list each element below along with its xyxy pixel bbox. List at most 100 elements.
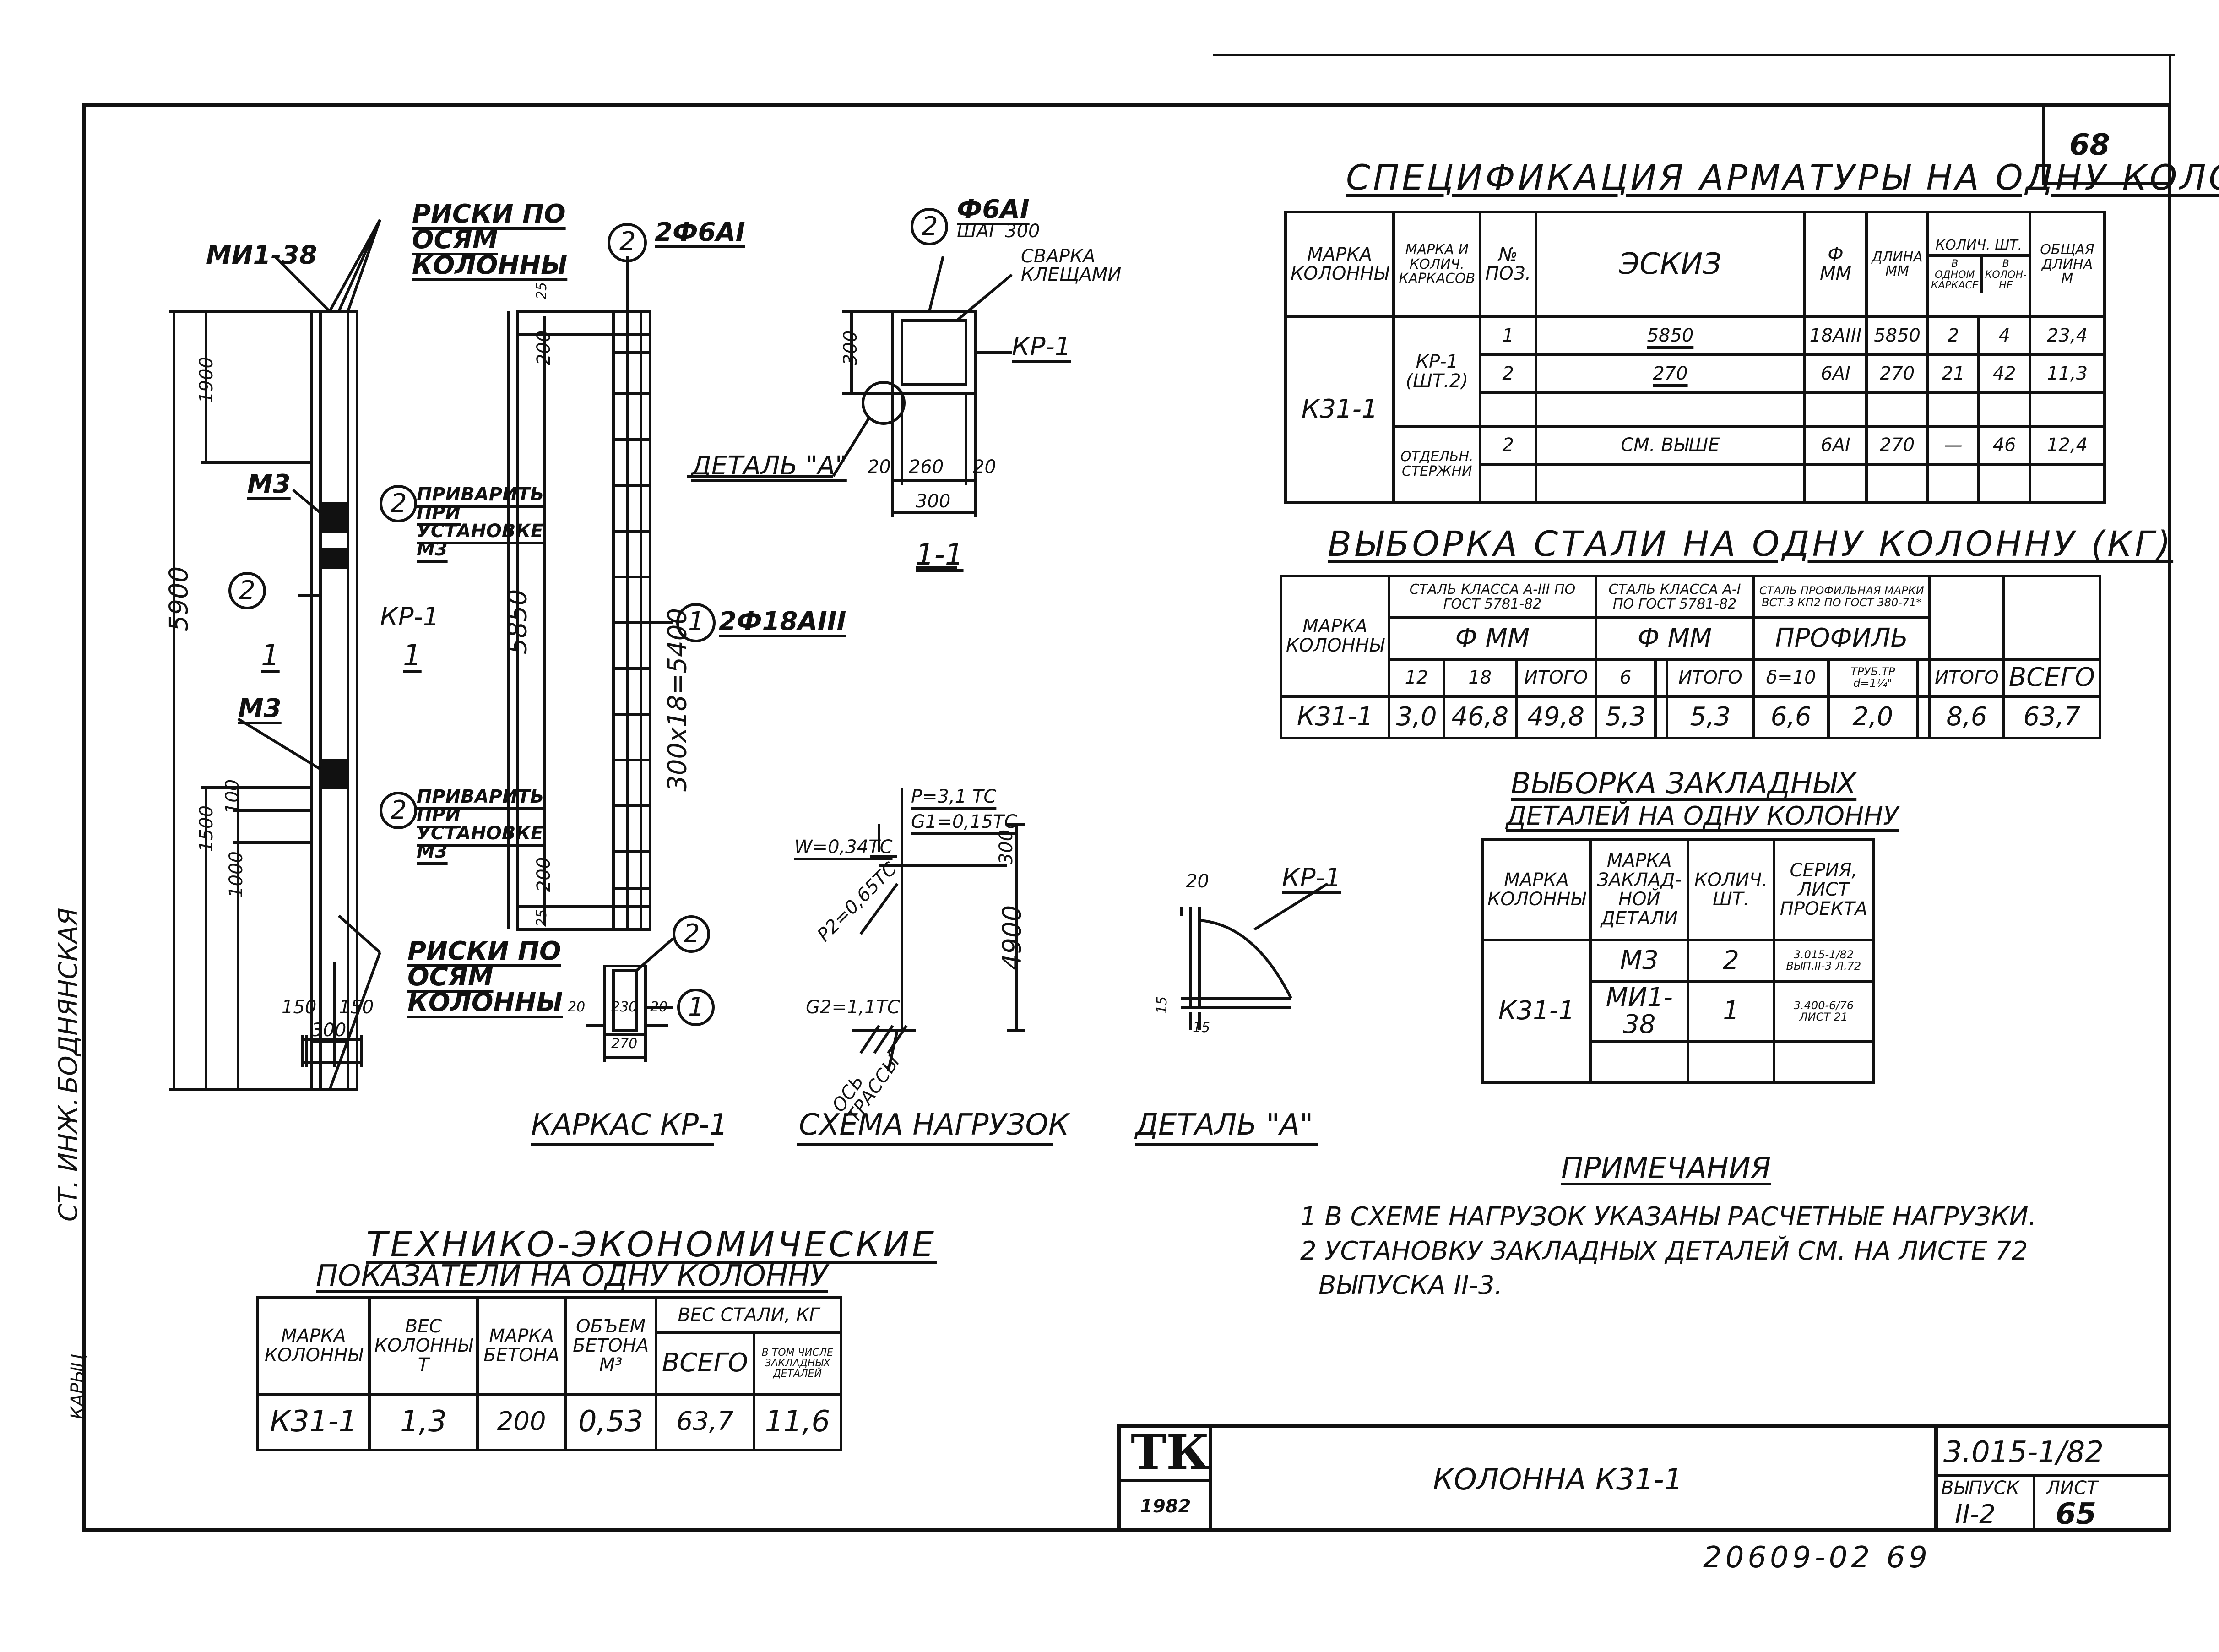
dim-150-right: 150	[339, 997, 374, 1018]
rebar-row1-diam: 18AIII	[1803, 315, 1868, 356]
steel-group-a3: СТАЛЬ КЛАССА А-III ПО ГОСТ 5781-82	[1388, 574, 1597, 620]
dim-200-top: 200	[533, 330, 555, 366]
embedded-header-series: СЕРИЯ, ЛИСТ ПРОЕКТА	[1772, 838, 1875, 941]
tech-row-mark: К31-1	[256, 1392, 371, 1452]
plan-dim-230: 230	[611, 999, 638, 1015]
rebar-header-total: ОБЩАЯ ДЛИНА М	[2028, 211, 2106, 318]
dim-1500: 1500	[195, 805, 217, 852]
steel-vsego: ВСЕГО	[2002, 658, 2102, 698]
load-g1: G1=0,15ТС	[911, 811, 1017, 832]
embedded-row2-part: МИ1-38	[1589, 980, 1690, 1043]
rebar-cage-label: КР-1 (ШТ.2)	[1392, 315, 1482, 428]
rebar-row2-total: 11,3	[2028, 353, 2106, 394]
weld-note-a: ПРИВАРИТЬ ПРИ УСТАНОВКЕ М3	[417, 484, 544, 560]
section-mark-right: 1	[403, 639, 422, 673]
right-stray-line	[2169, 54, 2171, 104]
rebar-spec-title: СПЕЦИФИКАЦИЯ АРМАТУРЫ НА ОДНУ КОЛОННУ	[1346, 157, 2219, 198]
embedded-header-qty: КОЛИЧ. ШТ.	[1687, 838, 1775, 941]
sec-dim-20-right: 20	[973, 456, 996, 478]
steel-selection-title: ВЫБОРКА СТАЛИ НА ОДНУ КОЛОННУ (КГ)	[1328, 523, 2174, 564]
tech-header-steel: ВЕС СТАЛИ, КГ	[655, 1296, 842, 1334]
section-outline	[891, 310, 977, 395]
title-block-right-divider	[1934, 1424, 1938, 1532]
page-number-box	[2042, 103, 2171, 185]
rebar-row3-pos: 2	[1479, 424, 1538, 466]
load-p: P=3,1 ТС	[911, 786, 997, 807]
tech-row-embedded: 11,6	[752, 1392, 843, 1452]
load-g2: G2=1,1ТС	[806, 997, 900, 1018]
rebar-header-length: ДЛИНА ММ	[1865, 211, 1929, 318]
steel-row-itogo3: 8,6	[1928, 695, 2005, 740]
rebar-row1-total: 23,4	[2028, 315, 2106, 356]
steel-group-profile: СТАЛЬ ПРОФИЛЬНАЯ МАРКИ ВСТ.3 КП2 ПО ГОСТ…	[1752, 574, 1931, 620]
rebar-separate-label: ОТДЕЛЬН. СТЕРЖНИ	[1392, 424, 1482, 504]
steel-d12: 12	[1388, 658, 1445, 698]
load-dim-4900: 4900	[997, 905, 1027, 971]
rebar-row3-total: 12,4	[2028, 424, 2106, 466]
steel-itogo-a1: ИТОГО	[1666, 658, 1755, 698]
steel-selection-table: МАРКА КОЛОННЫ СТАЛЬ КЛАССА А-III ПО ГОСТ…	[1279, 574, 2102, 740]
archive-code: 20609-02 69	[1703, 1541, 1931, 1575]
load-dim-300: 300	[996, 829, 1017, 865]
tech-econ-title-1: ТЕХНИКО-ЭКОНОМИЧЕСКИЕ	[366, 1224, 937, 1265]
pos-marker-2-section: 2	[922, 212, 938, 241]
tech-row-volume: 0,53	[564, 1392, 658, 1452]
caption-cage: КАРКАС КР-1	[531, 1108, 728, 1142]
tech-header-weight: ВЕС КОЛОННЫ Т	[368, 1296, 479, 1396]
dim-5850-cage: 5850	[503, 589, 533, 655]
rebar-column-mark: К31-1	[1284, 315, 1395, 504]
title-block-sheet-label: ЛИСТ	[2046, 1478, 2098, 1499]
title-block-logo-mid	[1117, 1479, 1211, 1482]
pos-marker-1-cage: 1	[688, 607, 705, 636]
sec-dim-260: 260	[909, 456, 944, 478]
steel-pipe: ТРУБ.ТР d=1¼"	[1827, 658, 1919, 698]
embedded-row1-qty: 2	[1687, 939, 1775, 983]
plan-dim-20-left: 20	[568, 999, 586, 1015]
rebar-row2-qty-column: 42	[1977, 353, 2031, 394]
embedded-column-mark: К31-1	[1481, 939, 1592, 1084]
dim-1900: 1900	[195, 357, 217, 403]
dim-25-top: 25	[534, 282, 550, 300]
mi-label: МИ1-38	[206, 240, 317, 270]
rebar-row3-qty-cage: —	[1926, 424, 1980, 466]
note-1: 1 В СХЕМЕ НАГРУЗОК УКАЗАНЫ РАСЧЕТНЫЕ НАГ…	[1300, 1202, 2037, 1232]
embedded-title-2: ДЕТАЛЕЙ НА ОДНУ КОЛОННУ	[1506, 801, 1899, 831]
rebar-header-sketch: ЭСКИЗ	[1535, 211, 1806, 318]
column-outline	[310, 310, 358, 1091]
axis-marks-top: РИСКИ ПО ОСЯМ КОЛОННЫ	[412, 199, 568, 280]
sec-dim-300: 300	[916, 491, 951, 512]
steel-phi-a3: Ф ММ	[1388, 616, 1597, 661]
frame-top-line	[82, 103, 2170, 107]
section-title: 1-1	[916, 538, 964, 572]
dim-100: 100	[222, 779, 244, 815]
caption-loads: СХЕМА НАГРУЗОК	[799, 1108, 1069, 1142]
rebar-row1-length: 5850	[1865, 315, 1929, 356]
title-block-logo: ТК	[1131, 1424, 1210, 1480]
tech-econ-title-2: ПОКАЗАТЕЛИ НА ОДНУ КОЛОННУ	[316, 1259, 828, 1293]
rebar-row1-qty-column: 4	[1977, 315, 2031, 356]
dim-200-bottom: 200	[533, 857, 555, 892]
title-block-right-split	[2033, 1474, 2035, 1532]
tech-row-concrete: 200	[476, 1392, 567, 1452]
detail-dim-15-left: 15	[1154, 996, 1171, 1014]
steel-group-a1: СТАЛЬ КЛАССА А-I ПО ГОСТ 5781-82	[1594, 574, 1755, 620]
dim-1000: 1000	[225, 851, 247, 898]
load-w: W=0,34ТС	[794, 837, 893, 858]
tech-header-total: ВСЕГО	[655, 1331, 755, 1396]
steel-row-d6: 5,3	[1594, 695, 1657, 740]
steel-itogo-a3: ИТОГО	[1514, 658, 1597, 698]
steel-row-mark: К31-1	[1279, 695, 1391, 740]
embedded-row1-part: М3	[1589, 939, 1690, 983]
axis-marks-bottom: РИСКИ ПО ОСЯМ КОЛОННЫ	[407, 936, 563, 1017]
steel-row-delta: 6,6	[1752, 695, 1830, 740]
steel-row-pipe: 2,0	[1827, 695, 1919, 740]
sec-dim-300-vertical: 300	[840, 330, 862, 366]
weld-clamp-label: СВАРКА КЛЕЩАМИ	[1021, 246, 1122, 285]
embedded-row2-series: 3.400-6/76 ЛИСТ 21	[1772, 980, 1875, 1043]
margin-strip-line	[82, 103, 86, 1239]
rebar-row3-length: 270	[1865, 424, 1929, 466]
rebar-row2-qty-cage: 21	[1926, 353, 1980, 394]
steel-itogo-profile: ИТОГО	[1928, 658, 2005, 698]
steel-profile: ПРОФИЛЬ	[1752, 616, 1931, 661]
